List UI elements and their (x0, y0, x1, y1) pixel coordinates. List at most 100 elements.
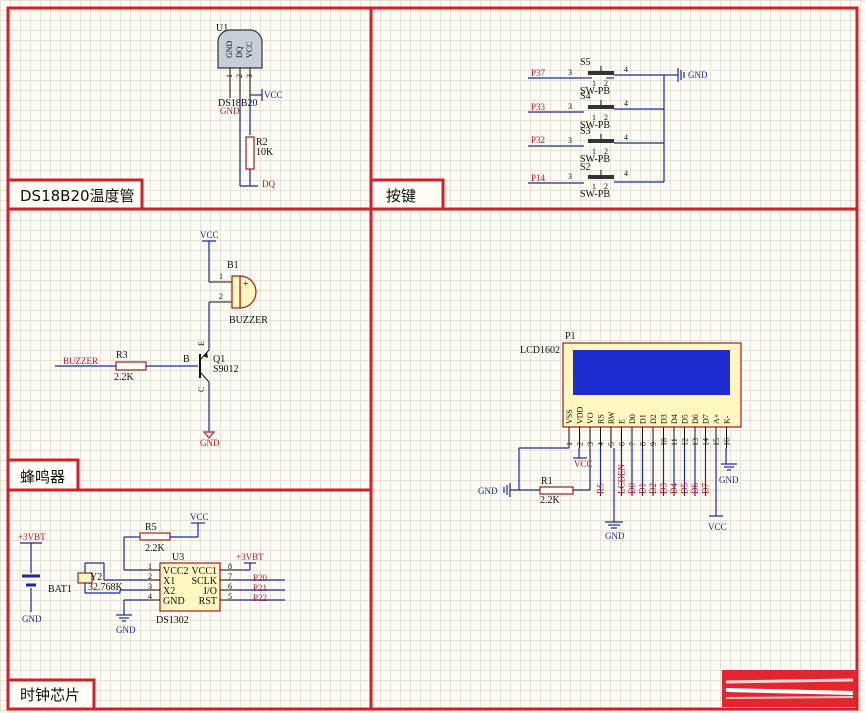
section-title-ds18b20: DS18B20温度管 (20, 187, 135, 205)
ds1302-right-pin-num-1: 8 (228, 562, 232, 571)
u1-part-label: DS18B20 (218, 98, 257, 109)
s4-ref-label: S4 (580, 91, 591, 102)
r1-ref-label: R1 (541, 476, 553, 487)
s3-ref-label: S3 (580, 126, 591, 137)
s2-pin4: 4 (624, 169, 628, 178)
ds1302-left-pin-label-1: VCC2 (163, 566, 189, 577)
section-label-box-clock (6, 678, 96, 711)
r5-resistor (139, 532, 171, 541)
lcd-pin-7-num: 7 (628, 442, 637, 446)
q1-base-label: B (183, 354, 190, 365)
ds1302-left-pin-num-3: 3 (148, 582, 152, 591)
ds18b20-circuit: U1 GND DQ VCC 1 2 3 VCC DS18B20 GND R2 1… (216, 23, 283, 189)
bat1-ref-label: BAT1 (48, 584, 72, 595)
lcd-pin-9-num: 9 (649, 442, 658, 446)
lcd-pin-5-num: 5 (607, 442, 616, 446)
s4-pin3: 3 (568, 102, 572, 111)
u1-pin-vcc-label: VCC (245, 42, 254, 58)
r2-resistor (245, 136, 255, 170)
bat-gnd-label: GND (22, 614, 42, 624)
s4-pin1: 1 (592, 113, 596, 122)
ds1302-right-pin-num-2: 7 (228, 572, 232, 581)
u1-pin-dq-label: DQ (235, 46, 244, 58)
u1-gnd-label: GND (220, 106, 240, 116)
lcd-pin-11-label: D4 (670, 414, 679, 424)
r5-value-label: 2.2K (145, 543, 166, 554)
lcd-pin-13-num: 13 (691, 438, 700, 446)
lcd-gnd-k-label: GND (719, 475, 739, 485)
s4-net-label: P33 (531, 102, 546, 112)
lcd-net-label-d1: D1 (638, 483, 648, 494)
buzzer-symbol (239, 275, 257, 309)
s3-pin2: 2 (604, 147, 608, 156)
lcd-pin-3-num: 3 (586, 442, 595, 446)
lcd-part-label: LCD1602 (520, 345, 560, 356)
u1-pin-gnd-label: GND (225, 40, 234, 58)
lcd-pin-13-label: D6 (691, 414, 700, 424)
lcd-vcc-a-label: VCC (708, 522, 727, 532)
r1-resistor (539, 486, 574, 495)
title-block-strip (722, 670, 857, 707)
lcd-net-label-d6: D6 (690, 483, 700, 494)
s4-pin2: 2 (604, 113, 608, 122)
buzzer-vcc-label: VCC (200, 230, 219, 240)
s3-pin4: 4 (624, 133, 628, 142)
ds1302-right-pin-label-2: SCLK (191, 576, 217, 587)
s3-pin3: 3 (568, 136, 572, 145)
q1-ref-label: Q1 (213, 354, 225, 365)
r5-ref-label: R5 (145, 522, 157, 533)
lcd-pins: VSS1VDD2VO3RS4RW5E6D07D18D29D310D411D512… (565, 406, 732, 448)
s3-part-label: SW-PB (580, 154, 610, 165)
section-label-box-buzzer (6, 458, 80, 492)
ds1302-left-pin-num-1: 1 (148, 562, 152, 571)
lcd-net-label-d3: D3 (659, 483, 669, 494)
ds1302-left-pin-label-2: X1 (163, 576, 175, 587)
lcd-pin-1-num: 1 (565, 442, 574, 446)
switch-s5: S5 P37 3 4 1 2 SW-PB (528, 57, 664, 97)
switch-s2: S2 P14 3 4 1 2 SW-PB (528, 162, 664, 200)
b1-ref-label: B1 (227, 260, 239, 271)
buzzer-net-label: BUZZER (63, 356, 98, 366)
section-label-box-ds18b20 (6, 178, 144, 211)
lcd-pin-8-label: D1 (639, 414, 648, 424)
lcd-pin-16-num: 16 (723, 438, 732, 446)
lcd-gnd-left-label: GND (478, 486, 498, 496)
ds18b20-package (217, 29, 263, 69)
b1-plus-label: + (243, 279, 249, 290)
ds1302-right-pin-label-3: I/O (204, 586, 217, 597)
lcd-pin-10-label: D3 (660, 414, 669, 424)
lcd-pin-6-num: 6 (618, 442, 627, 446)
s4-part-label: SW-PB (580, 120, 610, 131)
s4-pin4: 4 (624, 99, 628, 108)
lcd-pin-10-num: 10 (660, 438, 669, 446)
switch-s4: S4 P33 3 4 1 2 SW-PB (528, 91, 664, 131)
lcd-pin-3-label: VO (586, 412, 595, 424)
net-p20-label: P20 (253, 573, 268, 583)
lcd-net-label-d2: D2 (648, 483, 658, 494)
y2-ref-label: Y2 (90, 572, 102, 583)
s2-pin3: 3 (568, 172, 572, 181)
lcd-pin-7-label: D0 (628, 414, 637, 424)
r1-value-label: 2.2K (540, 495, 561, 506)
lcd-screen (573, 350, 730, 395)
lcd-pin-11-num: 11 (670, 438, 679, 446)
lcd-net-label-rs: RS (596, 483, 606, 494)
section-frame-lcd (369, 207, 859, 711)
lcd-pin-5-label: RW (607, 411, 616, 424)
buzzer-circuit: VCC 1 2 B1 + BUZZER E BUZZER R3 2.2K B Q… (55, 230, 268, 448)
lcd-pin-15-num: 15 (712, 438, 721, 446)
lcd-pin-16-label: K- (723, 415, 732, 424)
lcd-pin-1-label: VSS (565, 409, 574, 424)
r5-vcc-label: VCC (190, 512, 209, 522)
ds1302-left-pin-num-4: 4 (148, 592, 152, 601)
ds1302-right-pin-label-1: VCC1 (191, 566, 217, 577)
ds1302-right-pin-label-4: RST (199, 596, 217, 607)
s5-pin4: 4 (624, 65, 628, 74)
section-title-buzzer: 蜂鸣器 (20, 468, 65, 486)
ds1302-left-pin-label-3: X2 (163, 586, 175, 597)
u3-ref-label: U3 (172, 552, 184, 563)
r3-ref-label: R3 (116, 350, 128, 361)
